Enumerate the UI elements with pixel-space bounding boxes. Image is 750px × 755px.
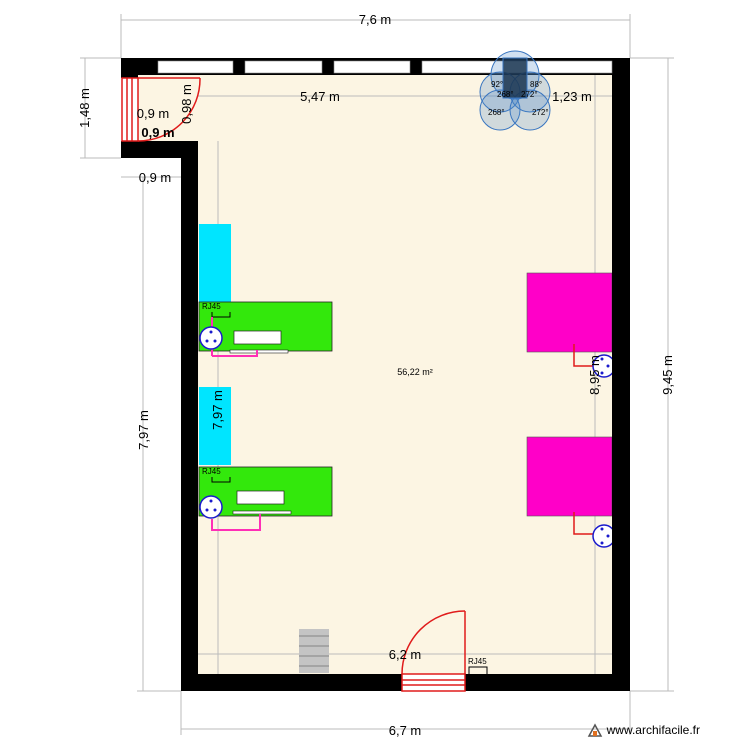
dim-nook-width: 0,9 m (139, 170, 172, 185)
dimension-labels: 7,6 m 6,7 m 9,45 m 7,97 m 1,48 m 0,9 m 5… (77, 12, 675, 738)
cabinet-upper[interactable] (199, 224, 231, 302)
outlet-icon[interactable] (199, 495, 223, 519)
windows[interactable] (157, 60, 613, 74)
dim-inner-right: 8,95 m (587, 355, 602, 395)
dim-door-width-a: 0,9 m (137, 106, 170, 121)
watermark: www.archifacile.fr (587, 722, 700, 738)
door-nook[interactable] (121, 77, 201, 142)
nook-floor (138, 75, 198, 141)
bed-lower[interactable] (526, 436, 613, 517)
room-floor[interactable] (198, 75, 612, 674)
bed-upper[interactable] (526, 272, 613, 353)
keyboard (233, 330, 282, 345)
dim-bottom-width: 6,7 m (389, 723, 422, 738)
dim-inner-bottom: 6,2 m (389, 647, 422, 662)
outlet-icon[interactable] (199, 326, 223, 350)
rj45-label: RJ45 (202, 467, 221, 476)
dim-door-height: 0,98 m (179, 84, 194, 124)
dim-nook-height: 1,48 m (77, 88, 92, 128)
dim-left-height: 7,97 m (136, 410, 151, 450)
svg-text:92°: 92° (491, 80, 503, 89)
camera-icon (502, 57, 528, 99)
svg-text:272°: 272° (532, 108, 549, 117)
rj45-label: RJ45 (202, 302, 221, 311)
dim-inner-top: 5,47 m (300, 89, 340, 104)
svg-text:268°: 268° (488, 108, 505, 117)
dim-right-height: 9,45 m (660, 355, 675, 395)
svg-text:272°: 272° (521, 90, 538, 99)
cabinet-lower[interactable] (199, 387, 231, 465)
monitor (229, 349, 289, 354)
monitor (232, 510, 292, 515)
desk-upper[interactable]: RJ45 (198, 301, 333, 357)
outlet-icon[interactable] (592, 524, 616, 548)
svg-text:268°: 268° (497, 90, 514, 99)
desk-lower[interactable]: RJ45 (198, 466, 333, 531)
svg-text:88°: 88° (530, 80, 542, 89)
dim-total-width: 7,6 m (359, 12, 392, 27)
keyboard (236, 490, 285, 505)
stairs[interactable] (299, 629, 329, 673)
archifacile-logo-icon (587, 723, 602, 737)
camera-cluster[interactable]: 92° 88° 268° 272° 268° 272° (479, 50, 551, 131)
door-entrance[interactable] (401, 610, 466, 692)
watermark-text: www.archifacile.fr (606, 723, 700, 737)
room-area: 56,22 m² (397, 367, 433, 377)
dim-inner-left: 7,97 m (210, 390, 225, 430)
rj45-label: RJ45 (468, 657, 487, 666)
dim-door-width-b: 0,9 m (141, 125, 174, 140)
dim-inner-top-right: 1,23 m (552, 89, 592, 104)
